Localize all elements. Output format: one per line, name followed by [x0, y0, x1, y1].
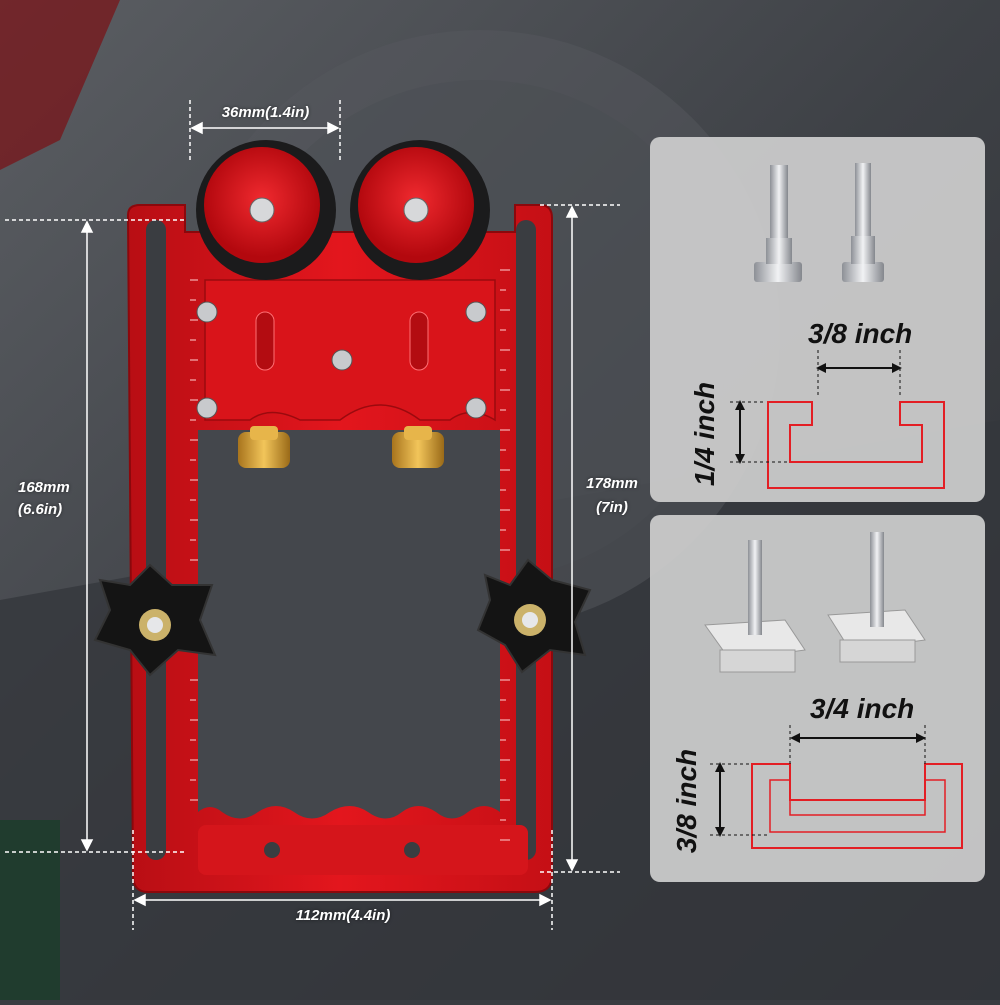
- t-slot-nut-bolt-icon: [704, 532, 926, 673]
- t-slot-panel: [650, 515, 985, 882]
- star-knob-right-icon: [476, 558, 592, 674]
- right-height-mm-label: 178mm: [586, 475, 638, 492]
- right-height-in-label: (7in): [596, 499, 628, 516]
- left-ruler: [190, 279, 198, 801]
- star-knob-left-icon: [93, 563, 217, 677]
- jig-body: [126, 204, 553, 893]
- right-ruler: [500, 269, 510, 841]
- bottom-width-label: 112mm(4.4in): [295, 907, 391, 924]
- dimension-lines: [5, 100, 620, 930]
- left-height-mm-label: 168mm: [18, 479, 70, 496]
- top-slot-depth-label: 1/4 inch: [689, 381, 720, 487]
- left-height-in-label: (6.6in): [18, 501, 63, 518]
- slot-profile-small: [767, 401, 945, 489]
- wheel-right-icon: [350, 140, 490, 280]
- t-bolt-icon: [754, 163, 884, 282]
- wheel-left-icon: [196, 140, 336, 280]
- bottom-slot-depth-label: 3/8 inch: [671, 748, 702, 854]
- screw-icons: [196, 301, 487, 419]
- top-slot-width-label: 3/8 inch: [808, 318, 913, 349]
- brass-knob-icons: [238, 426, 444, 468]
- top-width-label: 36mm(1.4in): [221, 104, 310, 121]
- t-bolt-panel: [650, 137, 985, 502]
- bottom-slot-width-label: 3/4 inch: [810, 693, 915, 724]
